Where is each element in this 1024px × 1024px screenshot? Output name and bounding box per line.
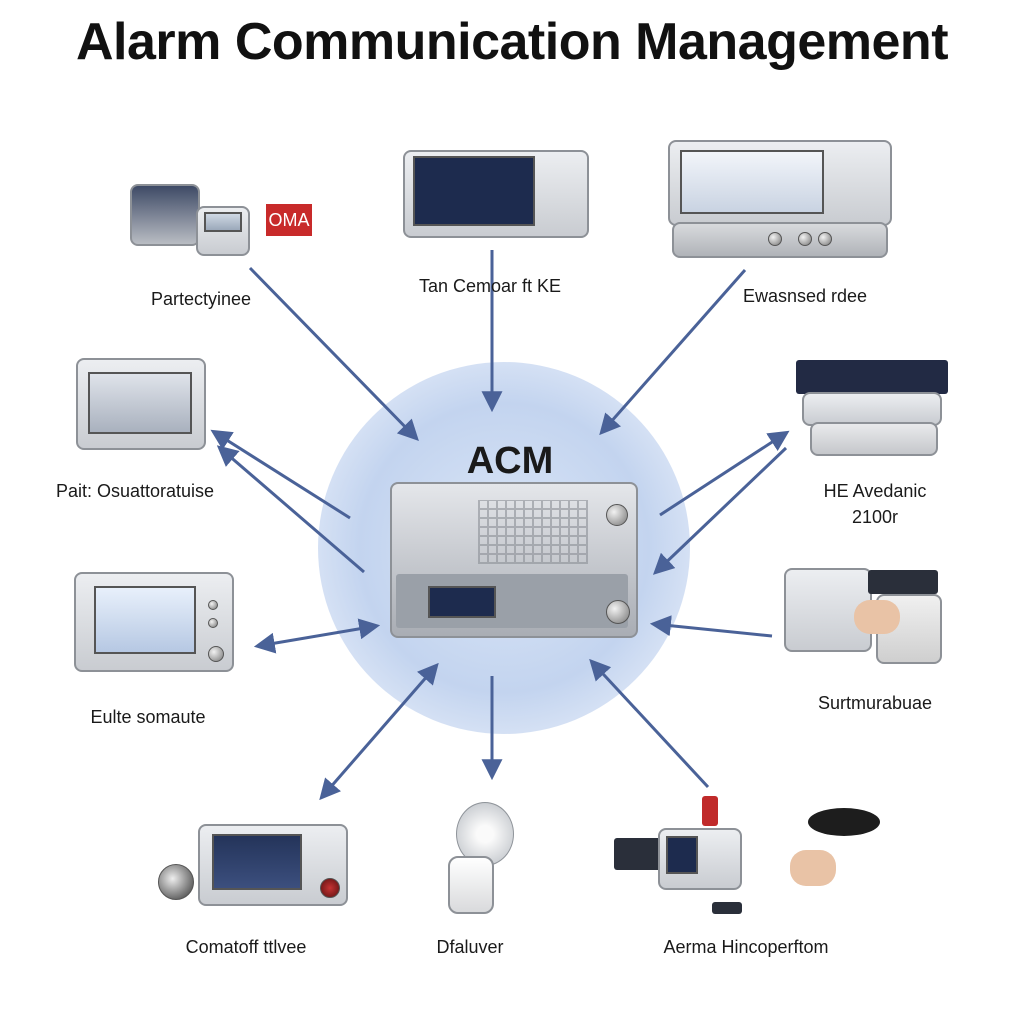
arrow-top-left	[248, 266, 419, 442]
node-label-top-right: Ewasnsed rdee	[742, 286, 868, 306]
node-label-bottom-center: Dfaluver	[436, 937, 504, 957]
device-right-mid	[784, 564, 944, 674]
device-top-left: OMA	[130, 180, 320, 260]
device-top-center	[403, 150, 589, 238]
arrow-right-upper-a	[659, 430, 790, 517]
device-bottom-center	[432, 798, 528, 924]
node-label-left-mid: Eulte somaute	[90, 707, 206, 727]
node-label-top-center: Tan Cemoar ft KE	[418, 276, 562, 296]
arrow-top-right	[599, 269, 747, 436]
arrow-left-upper-b	[216, 445, 365, 574]
dark-lamp	[808, 808, 880, 836]
arrow-bottom-right	[589, 658, 710, 789]
device-left-mid	[74, 572, 234, 672]
hub-label: ACM	[466, 440, 554, 482]
hand-shape-right	[790, 850, 836, 886]
red-sign: OMA	[266, 204, 312, 236]
device-right-upper	[796, 360, 952, 456]
arrow-bottom-left	[319, 662, 439, 801]
node-label-bottom-right: Aerma Hincoperftom	[663, 937, 829, 957]
device-top-right	[668, 140, 892, 258]
arrow-left-upper-a	[210, 429, 351, 520]
node-label-left-upper: Pait: Osuattoratuise	[55, 481, 215, 501]
device-bottom-right	[614, 796, 884, 918]
acm-dial	[606, 600, 630, 624]
hand-shape	[854, 600, 900, 634]
acm-central-device	[390, 482, 638, 638]
top-center-keys	[423, 164, 516, 170]
arrow-right-mid	[649, 615, 773, 638]
red-cup	[702, 796, 718, 826]
acm-top-knob	[606, 504, 628, 526]
arrow-right-upper-b	[652, 446, 788, 575]
node-label-bottom-left: Comatoff ttlvee	[185, 937, 307, 957]
node-label-top-left: Partectyinee	[150, 289, 252, 309]
node-label-right-upper: HE Avedanic 2100r	[823, 481, 927, 527]
arrow-left-mid	[253, 618, 381, 654]
acm-vent-grid	[478, 500, 588, 564]
acm-keypad	[500, 586, 536, 589]
acm-screen	[428, 586, 496, 618]
device-left-upper	[76, 358, 206, 450]
diagram-title: Alarm Communication Management	[75, 13, 949, 71]
acm-keypad-right	[556, 586, 592, 589]
device-bottom-left	[158, 822, 348, 906]
node-label-right-mid: Surtmurabuae	[817, 693, 933, 713]
